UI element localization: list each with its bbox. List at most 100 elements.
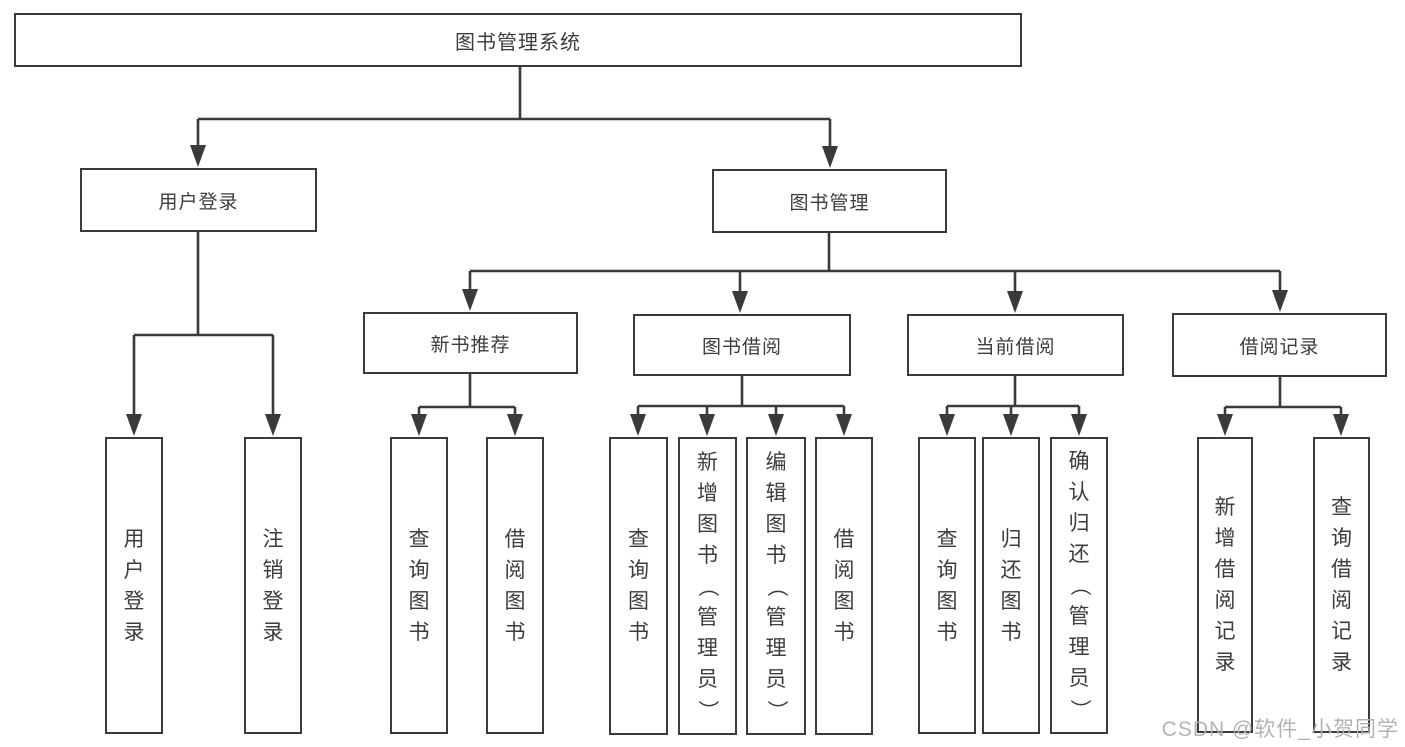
node-borrowing-records: 借阅记录 (1172, 313, 1387, 377)
vertical-char: 编 (765, 450, 787, 474)
vertical-char: （ (696, 575, 719, 597)
vertical-char: 图 (504, 589, 526, 613)
node-label: 查询图书 (611, 439, 666, 733)
vertical-char: 图 (936, 589, 958, 613)
node-recommend-query-books: 查询图书 (390, 437, 448, 734)
node-label: 图书借阅 (701, 336, 782, 358)
vertical-char: （ (764, 575, 788, 597)
vertical-char: 还 (1000, 558, 1022, 582)
vertical-char: 阅 (504, 558, 526, 582)
vertical-char: 书 (504, 620, 526, 644)
vertical-char: 登 (262, 589, 284, 613)
vertical-char: 阅 (1214, 589, 1236, 612)
arrowhead-icon (939, 414, 955, 436)
vertical-char: 书 (697, 543, 718, 567)
node-label: 编辑图书（管理员） (748, 439, 804, 733)
vertical-char: 查 (936, 527, 958, 551)
node-user-login: 用户登录 (105, 437, 163, 734)
node-label: 借阅图书 (817, 439, 871, 733)
vertical-char: 书 (408, 620, 430, 644)
arrowhead-icon (1071, 414, 1087, 436)
node-recommend-borrow-books: 借阅图书 (486, 437, 544, 734)
vertical-char: ） (764, 699, 788, 721)
node-confirm-return-admin: 确认归还（管理员） (1050, 437, 1108, 734)
vertical-char: 图 (833, 590, 855, 613)
vertical-char: ） (696, 699, 719, 721)
arrowhead-icon (507, 414, 523, 436)
node-label: 归还图书 (984, 439, 1038, 732)
arrowhead-icon (126, 414, 142, 436)
node-label: 当前借阅 (975, 336, 1056, 358)
arrowhead-icon (1333, 414, 1349, 436)
arrowhead-icon (265, 414, 281, 436)
vertical-char: 查 (1331, 496, 1352, 519)
arrowhead-icon (836, 414, 852, 436)
csdn-watermark: CSDN @软件_小贺同学 (1161, 718, 1399, 741)
vertical-char: 书 (833, 621, 855, 644)
node-logout: 注销登录 (244, 437, 302, 734)
node-label: 新增图书（管理员） (680, 439, 735, 733)
vertical-char: 录 (1331, 651, 1352, 674)
vertical-char: 图 (628, 590, 649, 613)
node-label: 确认归还（管理员） (1052, 439, 1106, 732)
vertical-char: 销 (262, 558, 284, 582)
arrowhead-icon (768, 414, 784, 436)
arrowhead-icon (1007, 291, 1023, 313)
vertical-char: 借 (833, 528, 855, 551)
vertical-char: 询 (936, 558, 958, 582)
vertical-char: 归 (1068, 512, 1090, 535)
vertical-char: 登 (123, 589, 145, 613)
node-label: 查询图书 (392, 439, 446, 732)
vertical-char: 辑 (765, 481, 787, 505)
vertical-char: 阅 (1331, 589, 1352, 612)
vertical-char: 确 (1068, 450, 1090, 473)
arrowhead-icon (190, 145, 206, 167)
vertical-char: 询 (408, 558, 430, 582)
vertical-char: 理 (765, 636, 787, 660)
node-label: 借阅记录 (1239, 336, 1320, 358)
node-query-borrow-record: 查询借阅记录 (1313, 437, 1370, 733)
vertical-char: 录 (1214, 651, 1236, 674)
vertical-char: 书 (765, 543, 787, 567)
node-current-query-books: 查询图书 (918, 437, 976, 734)
node-label: 新增借阅记录 (1199, 439, 1251, 731)
arrowhead-icon (822, 146, 838, 168)
vertical-char: 户 (123, 558, 145, 582)
arrowhead-icon (1272, 290, 1288, 312)
vertical-char: 借 (1331, 558, 1352, 581)
vertical-char: 管 (697, 605, 718, 629)
node-label: 查询借阅记录 (1315, 439, 1368, 731)
vertical-char: 借 (504, 527, 526, 551)
vertical-char: 图 (765, 512, 787, 536)
node-label: 查询图书 (920, 439, 974, 732)
arrowhead-icon (1217, 414, 1233, 436)
node-label: 新书推荐 (430, 334, 511, 356)
vertical-char: 新 (1214, 496, 1236, 519)
vertical-char: 管 (1068, 605, 1090, 628)
vertical-char: 还 (1068, 543, 1090, 566)
vertical-char: 录 (262, 620, 284, 644)
vertical-char: 员 (697, 667, 718, 691)
vertical-char: 书 (628, 621, 649, 644)
node-label: 图书管理 (789, 192, 870, 214)
vertical-char: 录 (123, 620, 145, 644)
vertical-char: 图 (408, 589, 430, 613)
vertical-char: 书 (936, 620, 958, 644)
node-user-login-group: 用户登录 (80, 168, 317, 232)
vertical-char: 管 (765, 605, 787, 629)
node-edit-books-admin: 编辑图书（管理员） (746, 437, 806, 735)
node-add-books-admin: 新增图书（管理员） (678, 437, 737, 735)
vertical-char: 询 (1331, 527, 1352, 550)
node-library-management-system: 图书管理系统 (14, 13, 1022, 67)
vertical-char: 注 (262, 527, 284, 551)
vertical-char: 阅 (833, 559, 855, 582)
node-book-borrowing: 图书借阅 (633, 314, 851, 376)
arrowhead-icon (630, 414, 646, 436)
vertical-char: 书 (1000, 620, 1022, 644)
vertical-char: 增 (697, 481, 718, 505)
arrowhead-icon (699, 414, 715, 436)
vertical-char: 新 (697, 450, 718, 474)
node-current-borrowing: 当前借阅 (907, 314, 1124, 376)
vertical-char: 图 (697, 512, 718, 536)
